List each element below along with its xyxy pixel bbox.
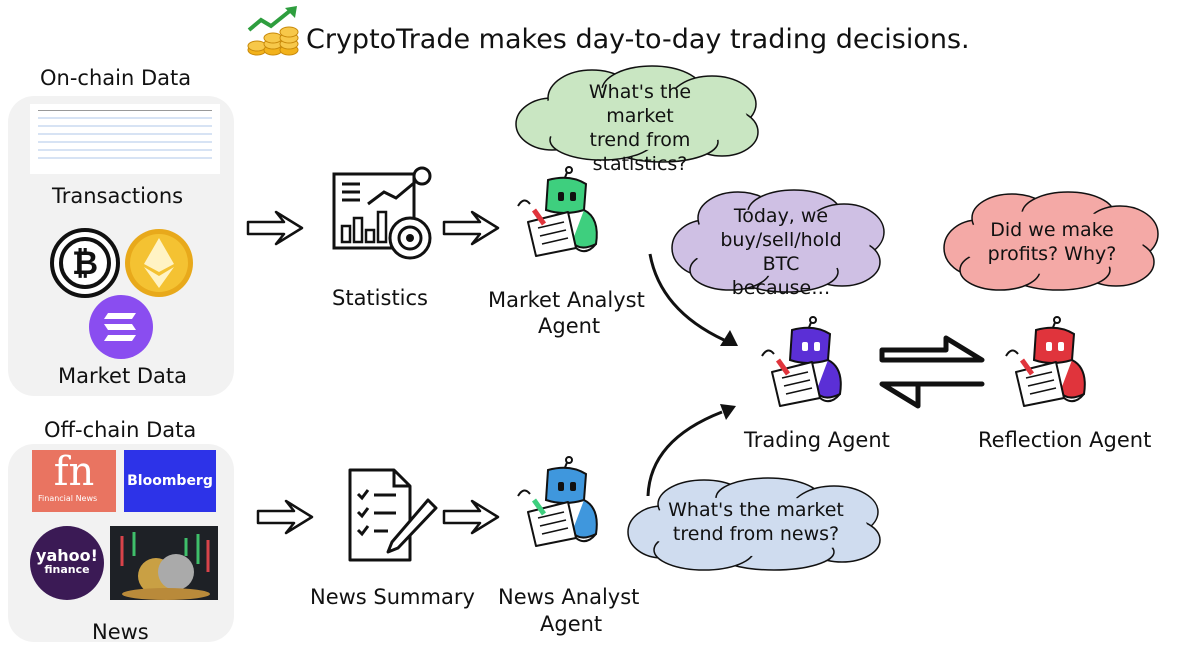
yahoo-logo-bottom: finance — [44, 563, 90, 576]
trading-agent-label: Trading Agent — [744, 428, 890, 452]
offchain-heading: Off-chain Data — [44, 418, 197, 442]
news-summary-label: News Summary — [310, 585, 475, 609]
news-agent-label-line1: News Analyst — [498, 585, 640, 609]
fn-logo-text: fn — [53, 449, 95, 495]
yahoo-logo-top: yahoo! — [36, 546, 98, 565]
trading-cloud-line3: BTC because… — [731, 253, 831, 299]
market-cloud-line1: What's the market — [588, 81, 692, 127]
market-data-label: Market Data — [58, 364, 188, 388]
market-cloud-line2: trend from — [589, 129, 691, 151]
news-label: News — [92, 620, 149, 644]
trading-cloud-line2: buy/sell/hold — [720, 229, 842, 251]
news-cloud-line2: trend from news? — [672, 523, 840, 545]
yahoo-finance-logo: yahoo! finance — [30, 526, 104, 600]
news-analyst-robot-icon — [517, 456, 598, 547]
news-trend-cloud-text: What's the market trend from news? — [668, 498, 844, 546]
transactions-table-thumbnail — [30, 104, 220, 174]
market-agent-label-line1: Market Analyst — [488, 288, 645, 312]
fn-logo-subtext: Financial News — [38, 494, 98, 503]
market-trend-cloud-text: What's the market trend from statistics? — [562, 80, 718, 176]
market-analyst-robot-icon — [517, 166, 598, 257]
trading-decision-cloud — [671, 189, 885, 293]
news-agent-label-line2: Agent — [540, 612, 603, 636]
arrow-onchain-to-statistics — [246, 210, 304, 246]
reflection-agent-label: Reflection Agent — [978, 428, 1152, 452]
reflection-cloud — [943, 191, 1159, 291]
arrow-market-agent-to-trading-agent — [648, 253, 738, 346]
arrow-news-summary-to-news-agent — [442, 499, 500, 535]
solana-icon — [89, 295, 153, 359]
reflection-cloud-text: Did we make profits? Why? — [982, 218, 1122, 266]
arrow-offchain-to-news-summary — [256, 499, 314, 535]
diagram-title: CryptoTrade makes day-to-day trading dec… — [306, 24, 970, 55]
statistics-label: Statistics — [332, 286, 428, 310]
market-agent-label-line2: Agent — [538, 314, 601, 338]
market-cloud-line3: statistics? — [592, 153, 688, 175]
financial-news-logo: fn Financial News — [32, 450, 116, 512]
crypto-coins-photo — [110, 526, 218, 600]
reflection-cloud-line1: Did we make — [990, 219, 1114, 241]
onchain-heading: On-chain Data — [40, 66, 192, 90]
ethereum-icon — [125, 229, 193, 297]
trading-cloud-line1: Today, we — [733, 205, 829, 227]
bitcoin-icon: ₿ — [50, 228, 120, 298]
statistics-dashboard-icon — [332, 166, 432, 260]
chart-growth-icon — [247, 6, 299, 56]
market-trend-cloud — [515, 65, 759, 163]
exchange-arrows-icon — [879, 335, 985, 409]
transactions-label: Transactions — [52, 184, 184, 208]
bloomberg-logo-text: Bloomberg — [127, 473, 213, 489]
news-trend-cloud — [627, 477, 881, 571]
reflection-cloud-line2: profits? Why? — [987, 243, 1117, 265]
svg-text:₿: ₿ — [72, 244, 98, 282]
arrow-statistics-to-market-agent — [442, 210, 500, 246]
trading-agent-robot-icon — [761, 316, 842, 407]
trading-decision-cloud-text: Today, we buy/sell/hold BTC because… — [712, 204, 850, 300]
bloomberg-logo: Bloomberg — [124, 450, 216, 512]
reflection-agent-robot-icon — [1005, 316, 1086, 407]
news-cloud-line1: What's the market — [668, 499, 844, 521]
arrow-news-agent-to-trading-agent — [646, 404, 736, 497]
news-summary-document-icon — [348, 468, 438, 562]
